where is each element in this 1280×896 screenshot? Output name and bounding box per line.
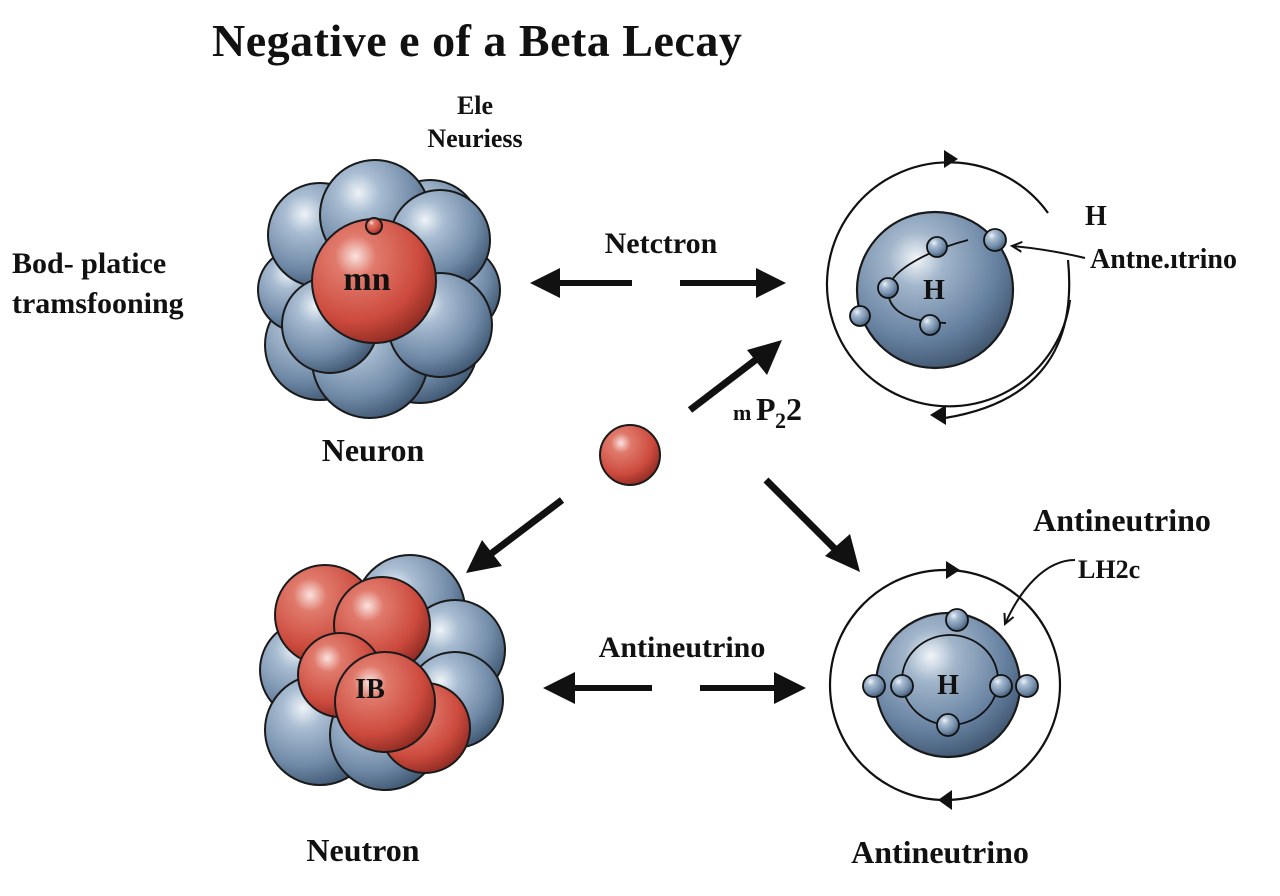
top-label-line2: Neuriess bbox=[427, 124, 522, 153]
left-label-line1: Bod- platice bbox=[12, 247, 166, 280]
electron bbox=[1015, 674, 1039, 698]
arrow-bottom-label: Antineutrino bbox=[599, 631, 766, 664]
label-suffix: 2 bbox=[786, 391, 802, 427]
arrows-top bbox=[530, 268, 786, 298]
electron bbox=[945, 608, 969, 632]
atom-bottom-sub: LH2c bbox=[1078, 555, 1140, 584]
electron bbox=[919, 314, 941, 336]
arrow-up-right bbox=[687, 352, 765, 413]
nucleus-bottom-caption: Neutron bbox=[306, 832, 419, 868]
atom-bottom-caption: Antineutrino bbox=[851, 834, 1029, 870]
label-subscript: 2 bbox=[775, 408, 786, 433]
arrows-diagonal bbox=[466, 340, 860, 573]
label-prefix: m bbox=[733, 400, 751, 425]
top-label-line1: Ele bbox=[457, 91, 493, 120]
nucleus-top-caption: Neuron bbox=[322, 432, 425, 468]
arrow-top-label: Netctron bbox=[605, 227, 718, 260]
arrow-down-right bbox=[763, 477, 841, 555]
orbit-arrowhead bbox=[946, 561, 960, 579]
left-label-line2: tramsfooning bbox=[12, 287, 184, 320]
atom-bottom-label: H bbox=[937, 670, 959, 701]
nucleus-top-label: mn bbox=[343, 261, 390, 298]
proton-sphere bbox=[334, 651, 436, 753]
orbit-ring bbox=[825, 161, 1072, 408]
nucleus-bottom-label: IB bbox=[355, 674, 385, 705]
atom-top-label: H bbox=[923, 275, 945, 306]
pointer-arrow bbox=[1005, 559, 1076, 624]
label-main: P bbox=[756, 391, 776, 427]
orbit-ring-lower bbox=[944, 259, 1071, 420]
arrowhead-down-left bbox=[466, 540, 502, 573]
electron bbox=[890, 674, 914, 698]
nucleus-bottom bbox=[259, 554, 506, 791]
arrowhead-up-right bbox=[747, 340, 782, 375]
arrow-down-left bbox=[485, 497, 565, 559]
electron bbox=[936, 713, 960, 737]
diagram-title: Negative e of a Beta Lecay bbox=[212, 15, 743, 66]
small-particle bbox=[365, 217, 383, 235]
electron bbox=[849, 305, 871, 327]
orbit-arrowhead bbox=[930, 405, 946, 425]
orbit-arrowhead bbox=[938, 790, 952, 810]
atom-top-side-label: Antne.ıtrino bbox=[1090, 244, 1237, 275]
electron bbox=[989, 674, 1013, 698]
atom-bottom bbox=[828, 559, 1076, 810]
electron-particle bbox=[599, 424, 661, 486]
electron bbox=[862, 674, 886, 698]
orbit-arrowhead bbox=[944, 150, 958, 168]
atom-top bbox=[825, 150, 1086, 425]
arrows-bottom bbox=[543, 672, 806, 704]
electron bbox=[983, 228, 1007, 252]
atom-core bbox=[855, 210, 1015, 370]
arrowhead-left bbox=[530, 268, 560, 298]
atom-bottom-title: Antineutrino bbox=[1033, 502, 1211, 538]
atom-top-side-h: H bbox=[1085, 201, 1107, 232]
diagonal-arrow-label: m P 2 2 bbox=[733, 391, 802, 433]
arrowhead-right bbox=[774, 672, 806, 704]
electron bbox=[877, 277, 899, 299]
arrowhead-down-right bbox=[825, 534, 860, 572]
electron bbox=[926, 236, 948, 258]
arrowhead-right bbox=[756, 268, 786, 298]
pointer-arrow bbox=[1012, 246, 1086, 259]
nucleus-top bbox=[257, 159, 501, 419]
arrowhead-left bbox=[543, 672, 575, 704]
